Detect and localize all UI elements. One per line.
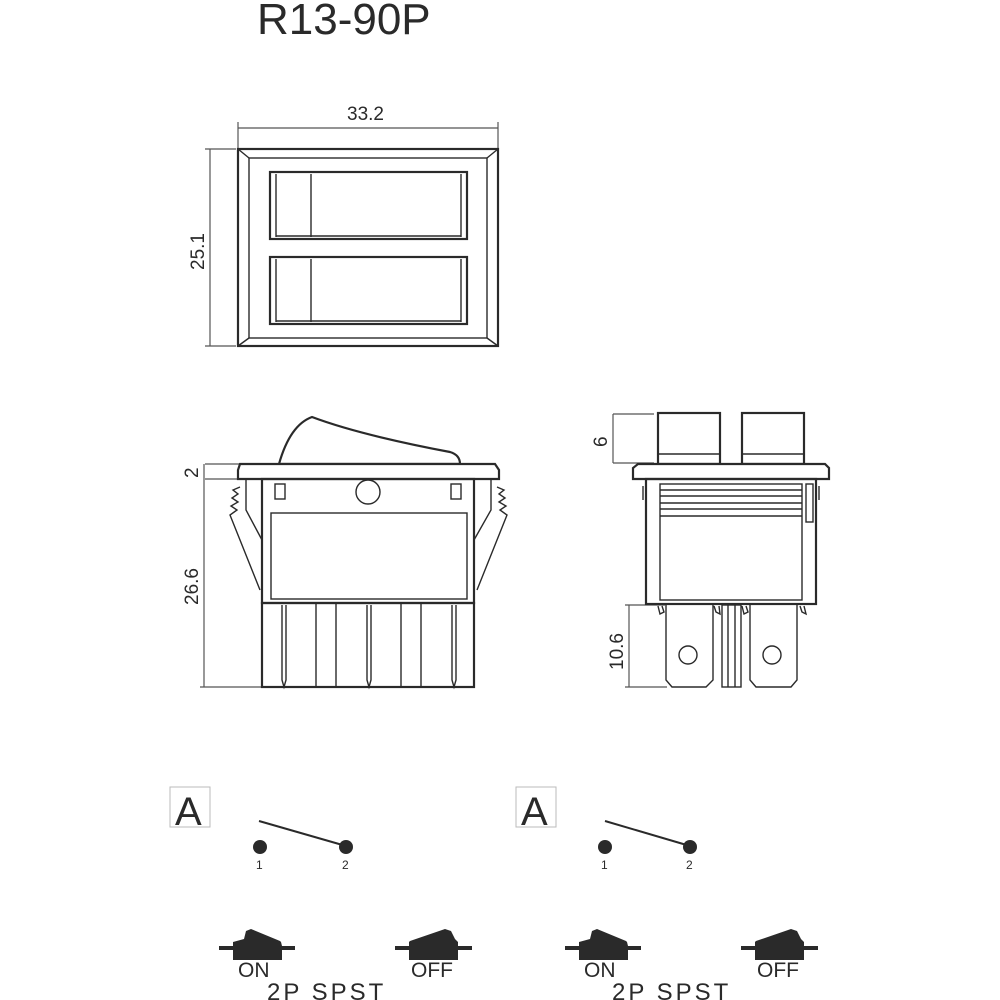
rocker-lower	[268, 255, 469, 326]
flange-dimension: 2	[182, 463, 240, 480]
variant-letter: A	[521, 790, 548, 834]
end-view: 6 10.6	[591, 411, 831, 688]
on-state-label: ON	[584, 959, 616, 982]
pin-1-dot	[253, 840, 267, 854]
height-dimension: 25.1	[188, 148, 236, 347]
pin-2-dot	[339, 840, 353, 854]
flange-dimension-label: 2	[182, 467, 203, 478]
pin-1-label: 1	[601, 858, 608, 872]
part-number-title: R13-90P	[257, 0, 431, 44]
on-rocker-icon	[565, 929, 641, 960]
off-state-label: OFF	[411, 959, 453, 982]
terminal-length-dimension-label: 10.6	[607, 633, 628, 670]
off-state-label: OFF	[757, 959, 799, 982]
rocker-height-dimension: 6	[591, 413, 654, 464]
rocker-height-dimension-label: 6	[591, 436, 612, 447]
body-height-dimension: 26.6	[182, 479, 262, 688]
switch-type-label: 2P SPST	[267, 979, 386, 1000]
body-height-dimension-label: 26.6	[182, 568, 203, 605]
terminal-left	[665, 605, 714, 688]
schematic-right: A 1 2 ON OFF 2P SPST	[515, 786, 818, 1000]
off-rocker-icon	[395, 929, 472, 960]
variant-letter: A	[175, 790, 202, 834]
side-view: 2 26.6	[182, 415, 508, 690]
width-dimension: 33.2	[237, 104, 499, 148]
switch-type-label: 2P SPST	[612, 979, 731, 1000]
schematic-left: A 1 2 ON OFF 2P SPST	[169, 786, 472, 1000]
on-rocker-icon	[219, 929, 295, 960]
pin-2-label: 2	[686, 858, 693, 872]
pin-2-dot	[683, 840, 697, 854]
height-dimension-label: 25.1	[188, 233, 209, 270]
pin-1-dot	[598, 840, 612, 854]
off-rocker-icon	[741, 929, 818, 960]
top-view: 33.2 25.1	[188, 104, 500, 348]
on-state-label: ON	[238, 959, 270, 982]
width-dimension-label: 33.2	[347, 104, 384, 125]
rocker-upper	[268, 170, 469, 241]
pin-1-label: 1	[256, 858, 263, 872]
pin-2-label: 2	[342, 858, 349, 872]
terminal-length-dimension: 10.6	[607, 604, 667, 688]
terminal-right	[749, 605, 798, 688]
